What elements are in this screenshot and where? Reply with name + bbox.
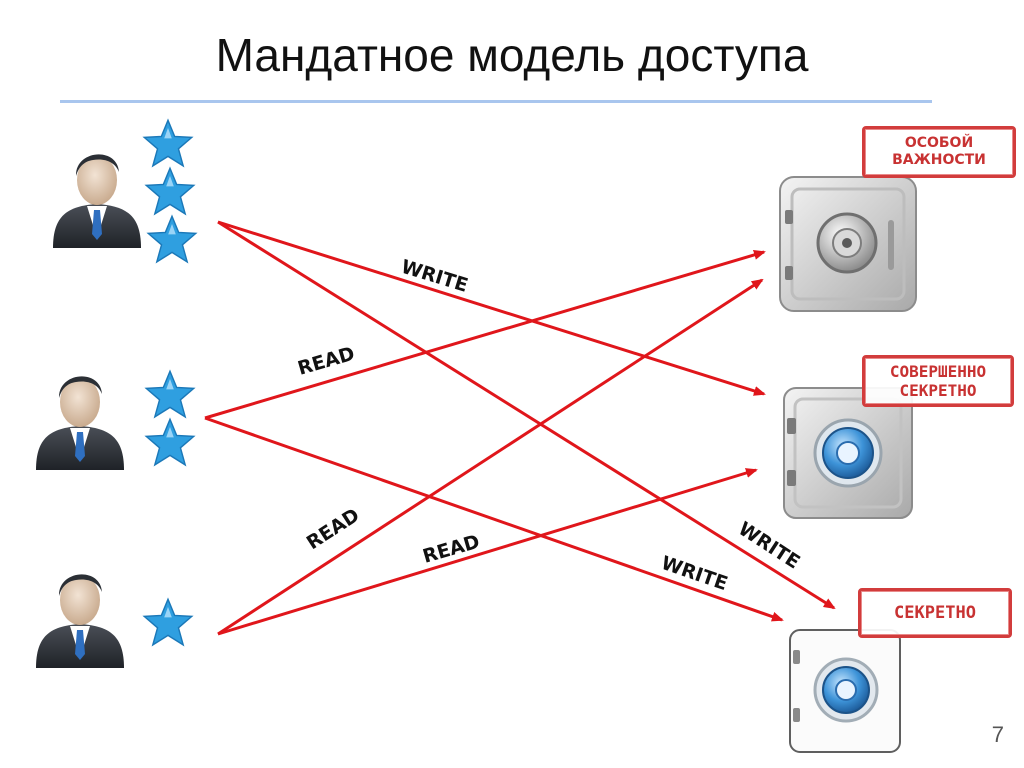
star-icon bbox=[145, 418, 195, 466]
stamp-middle-secrecy: СОВЕРШЕННО СЕКРЕТНО bbox=[862, 355, 1014, 407]
star-icon bbox=[145, 370, 195, 418]
stamp-top-line2: ВАЖНОСТИ bbox=[892, 152, 986, 168]
safe-top bbox=[779, 176, 917, 312]
star-icon bbox=[143, 119, 193, 167]
user-icon bbox=[53, 154, 141, 248]
star-icon bbox=[147, 215, 197, 263]
arrow-read-middle-from-top bbox=[204, 250, 766, 420]
user-icon bbox=[36, 574, 124, 668]
stamp-top-line1: ОСОБОЙ bbox=[904, 135, 974, 151]
user-middle bbox=[36, 370, 195, 470]
arrow-layer bbox=[204, 220, 836, 636]
title-divider bbox=[60, 100, 932, 103]
stamp-middle-line1: СОВЕРШЕННО bbox=[889, 362, 987, 381]
safe-icon bbox=[783, 387, 913, 519]
arrow-write-top-to-bottom bbox=[217, 220, 836, 610]
safe-icon bbox=[789, 629, 901, 753]
user-bottom bbox=[36, 574, 193, 668]
label-write-top-to-bottom: WRITE bbox=[734, 518, 804, 574]
arrow-write-top-to-middle bbox=[217, 220, 766, 396]
user-top bbox=[53, 119, 197, 263]
stamp-bottom-secrecy: СЕКРЕТНО bbox=[858, 588, 1012, 638]
user-icon bbox=[36, 376, 124, 470]
star-icon bbox=[143, 598, 193, 646]
safe-icon bbox=[779, 176, 917, 312]
stamp-top-secrecy: ОСОБОЙ ВАЖНОСТИ bbox=[862, 126, 1016, 178]
page-number: 7 bbox=[991, 722, 1004, 747]
arrow-write-middle-to-bottom bbox=[204, 416, 784, 622]
arrow-read-bottom-from-middle bbox=[217, 468, 758, 636]
stamp-middle-line2: СЕКРЕТНО bbox=[899, 381, 977, 400]
safe-middle bbox=[783, 387, 913, 519]
stamp-bottom-label: СЕКРЕТНО bbox=[894, 603, 976, 623]
safe-bottom bbox=[789, 629, 901, 753]
arrow-read-bottom-from-top bbox=[217, 278, 764, 636]
star-icon bbox=[145, 167, 195, 215]
page-title: Мандатное модель доступа bbox=[215, 29, 809, 81]
